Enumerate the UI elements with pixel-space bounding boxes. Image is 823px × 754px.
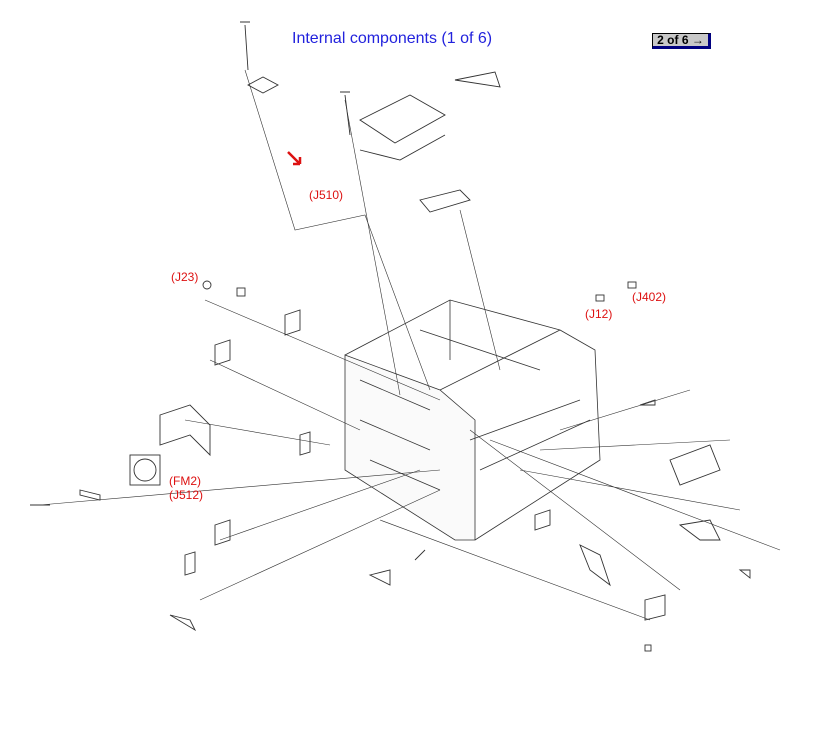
callout-j12: (J12) bbox=[585, 307, 613, 321]
leader-lines bbox=[39, 69, 781, 621]
callout-j510: (J510) bbox=[309, 188, 344, 202]
page-title: Internal components (1 of 6) bbox=[292, 30, 493, 47]
chassis bbox=[344, 299, 601, 541]
callout-j23: (J23) bbox=[171, 270, 199, 284]
next-page-button[interactable]: 2 of 6 → bbox=[652, 33, 711, 49]
callout-j512: (J512) bbox=[169, 488, 204, 502]
parts bbox=[30, 21, 751, 652]
callout-fm2: (FM2) bbox=[169, 474, 201, 488]
callout-j402: (J402) bbox=[632, 290, 667, 304]
red-arrow-icon bbox=[287, 151, 302, 166]
